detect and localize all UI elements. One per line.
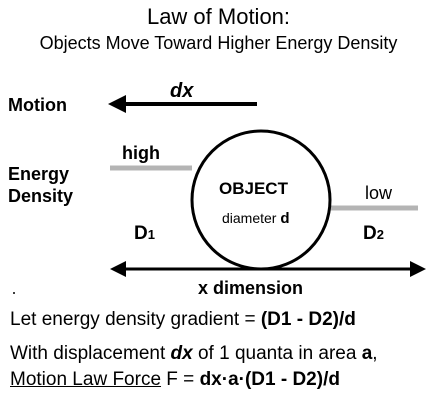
displacement-statement: With displacement dx of 1 quanta in area… — [10, 343, 378, 365]
force-eq: F = — [161, 369, 200, 390]
diameter-prefix: diameter — [222, 210, 277, 226]
object-circle — [190, 129, 332, 271]
d1-main: D — [134, 223, 148, 244]
dx-label: dx — [170, 80, 194, 102]
disp-comma: , — [372, 343, 378, 364]
d2-label: D2 — [363, 223, 384, 245]
gradient-definition: Let energy density gradient = (D1 - D2)/… — [10, 309, 356, 331]
disp-dx: dx — [170, 343, 193, 364]
disp-prefix: With displacement — [10, 343, 171, 364]
gradient-prefix: Let energy density gradient = — [10, 309, 261, 330]
motion-law-force-link[interactable]: Motion Law Force — [10, 369, 162, 390]
disp-suffix: of 1 quanta in area — [192, 343, 362, 364]
force-equation: Motion Law Force F = dx·a·(D1 - D2)/d — [10, 369, 340, 391]
energy-label-line1: Energy — [8, 164, 70, 184]
high-label: high — [122, 143, 160, 163]
disp-area: a — [361, 343, 373, 364]
diagram-title: Law of Motion: — [146, 4, 291, 29]
d2-subscript: 2 — [376, 227, 384, 242]
x-axis-left-arrowhead — [110, 261, 126, 277]
force-formula: dx·a·(D1 - D2)/d — [199, 369, 340, 390]
energy-label-line2: Density — [8, 186, 74, 206]
d2-main: D — [363, 223, 377, 244]
energy-density-label: Energy Density — [8, 163, 73, 207]
gradient-formula: (D1 - D2)/d — [260, 309, 356, 330]
diameter-label: diameter d — [222, 210, 290, 227]
motion-label: Motion — [8, 95, 67, 115]
diagram-subtitle: Objects Move Toward Higher Energy Densit… — [39, 33, 398, 53]
x-dimension-label: x dimension — [198, 278, 304, 298]
d1-label: D1 — [134, 223, 155, 245]
stray-dot — [13, 292, 15, 294]
object-label: OBJECT — [219, 179, 288, 198]
motion-arrowhead — [108, 95, 126, 113]
diameter-symbol: d — [280, 210, 290, 227]
low-label: low — [365, 183, 393, 203]
d1-subscript: 1 — [147, 227, 155, 242]
x-axis-right-arrowhead — [410, 261, 426, 277]
